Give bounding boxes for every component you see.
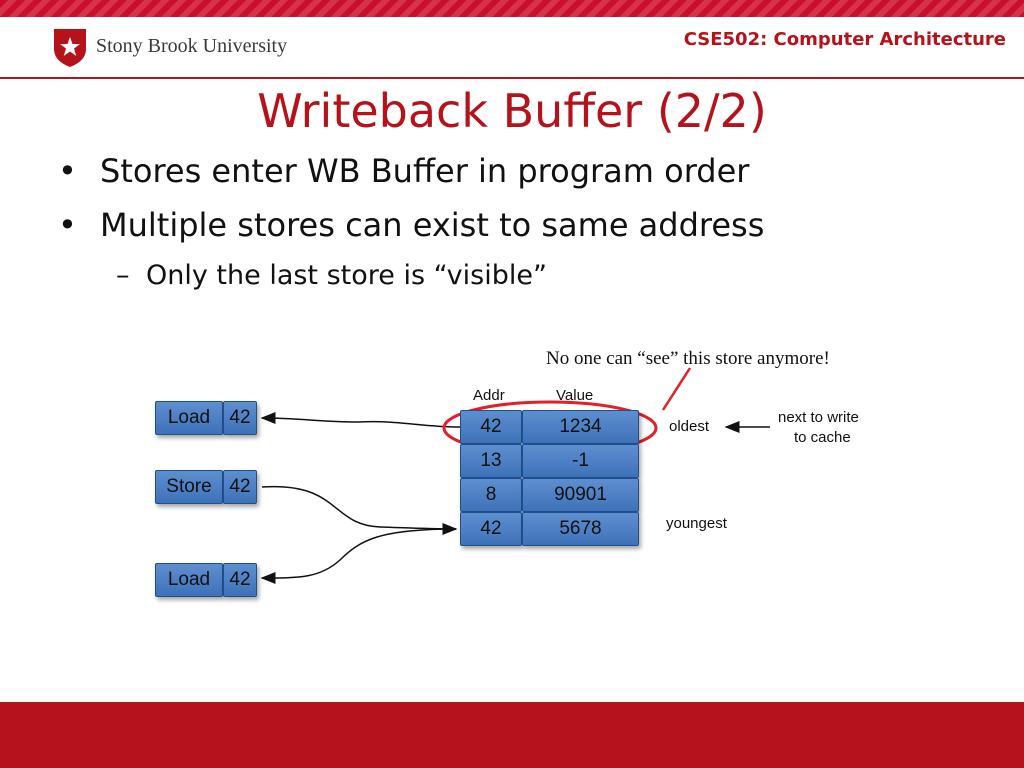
buffer-addr-cell: 13 bbox=[460, 444, 522, 478]
arrow-buffer-to-load-1 bbox=[260, 412, 461, 428]
bullet-item: •Stores enter WB Buffer in program order bbox=[58, 152, 750, 190]
sub-bullet-item: –Only the last store is “visible” bbox=[116, 260, 547, 291]
course-title: CSE502: Computer Architecture bbox=[683, 29, 1006, 50]
youngest-label: youngest bbox=[666, 515, 727, 532]
oldest-label: oldest bbox=[669, 418, 710, 435]
header-stripe bbox=[0, 0, 1024, 17]
op-type-cell: Load bbox=[155, 563, 223, 597]
sub-bullet-text: Only the last store is “visible” bbox=[146, 260, 547, 291]
callout-text: No one can “see” this store anymore! bbox=[546, 348, 830, 369]
university-name: Stony Brook University bbox=[96, 35, 288, 57]
arrow-store-to-buffer bbox=[261, 485, 458, 535]
op-type-cell: Load bbox=[155, 401, 223, 435]
slide-footer bbox=[0, 702, 1024, 768]
university-logo: Stony Brook University bbox=[52, 27, 322, 67]
value-header: Value bbox=[556, 387, 594, 404]
bullet-text: Stores enter WB Buffer in program order bbox=[100, 152, 750, 190]
buffer-addr-cell: 8 bbox=[460, 478, 522, 512]
bullet-text: Multiple stores can exist to same addres… bbox=[100, 206, 765, 244]
slide-header: Stony Brook University CSE502: Computer … bbox=[0, 17, 1024, 79]
op-addr-cell: 42 bbox=[223, 401, 257, 435]
next-to-write-label: next to write bbox=[778, 409, 859, 426]
addr-header: Addr bbox=[473, 387, 505, 404]
op-type-cell: Store bbox=[155, 470, 223, 504]
shield-icon bbox=[54, 29, 86, 67]
buffer-value-cell: -1 bbox=[522, 444, 639, 478]
callout-pointer bbox=[661, 367, 692, 411]
op-addr-cell: 42 bbox=[223, 470, 257, 504]
buffer-addr-cell: 42 bbox=[460, 410, 522, 444]
buffer-value-cell: 90901 bbox=[522, 478, 639, 512]
slide-title: Writeback Buffer (2/2) bbox=[257, 84, 767, 138]
buffer-value-cell: 5678 bbox=[522, 512, 639, 546]
buffer-addr-cell: 42 bbox=[460, 512, 522, 546]
op-addr-cell: 42 bbox=[223, 563, 257, 597]
buffer-value-cell: 1234 bbox=[522, 410, 639, 444]
to-cache-label: to cache bbox=[794, 429, 851, 446]
bullet-item: •Multiple stores can exist to same addre… bbox=[58, 206, 765, 244]
arrow-buffer-to-load-2 bbox=[260, 528, 457, 584]
bullet-list: •Stores enter WB Buffer in program order… bbox=[58, 152, 958, 291]
